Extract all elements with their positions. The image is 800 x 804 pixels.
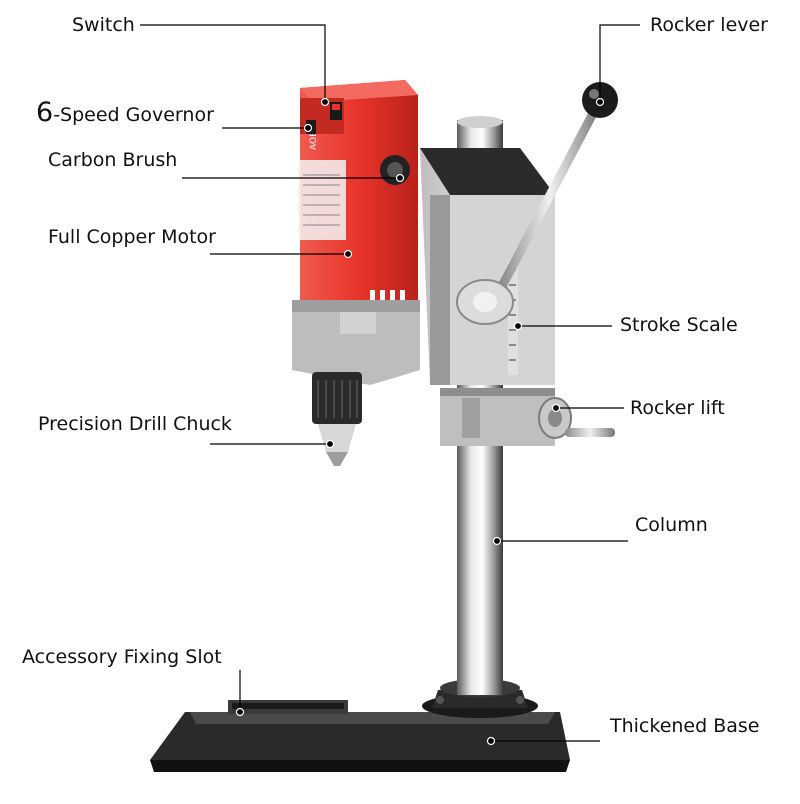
callout-column: Column — [635, 514, 708, 536]
motor-spec-label — [298, 160, 346, 240]
callout-thickened-base: Thickened Base — [610, 715, 760, 737]
rocker-lift-assembly — [440, 388, 615, 446]
speed-digit: 6 — [36, 97, 54, 128]
speed-text: -Speed Governor — [53, 104, 214, 126]
callout-rocker-lift: Rocker lift — [630, 397, 725, 419]
callout-accessory-fixing-slot: Accessory Fixing Slot — [22, 646, 222, 668]
precision-drill-chuck — [312, 372, 362, 466]
full-copper-motor: AOBEN — [298, 80, 418, 300]
callout-stroke-scale: Stroke Scale — [620, 314, 738, 336]
motor-brand-text: AOBEN — [309, 118, 319, 150]
thickened-base — [150, 700, 570, 772]
leader-dots — [235, 97, 605, 746]
callout-rocker-lever: Rocker lever — [650, 14, 768, 36]
motor-vents — [370, 290, 405, 300]
stroke-scale — [508, 260, 518, 375]
drill-head — [420, 148, 555, 385]
callout-precision-drill-chuck: Precision Drill Chuck — [38, 413, 232, 435]
callout-carbon-brush: Carbon Brush — [48, 149, 178, 171]
leader-lines — [140, 24, 640, 742]
callout-full-copper-motor: Full Copper Motor — [48, 226, 216, 248]
callout-switch: Switch — [72, 14, 135, 36]
callout-speed-governor: 6-Speed Governor — [36, 99, 214, 126]
gear-housing — [292, 300, 420, 385]
